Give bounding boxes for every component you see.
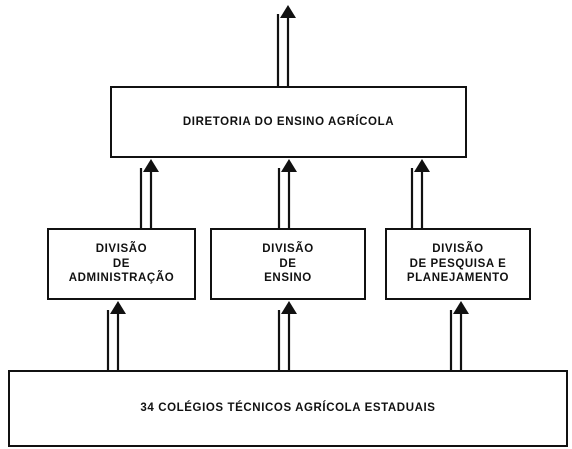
arrow-bottom-admin-head	[110, 301, 126, 314]
divisao-ensino-line-2: DE	[262, 257, 314, 272]
diretoria-box: DIRETORIA DO ENSINO AGRÍCOLA	[110, 86, 467, 158]
arrow-pesq-head	[414, 159, 430, 172]
arrow-ensino-head	[281, 159, 297, 172]
divisao-ensino-line-3: ENSINO	[262, 271, 314, 286]
divisao-pesq-line-3: PLANEJAMENTO	[407, 271, 509, 286]
divisao-ensino-line-1: DIVISÃO	[262, 242, 314, 257]
colegios-label: 34 COLÉGIOS TÉCNICOS AGRÍCOLA ESTADUAIS	[140, 401, 435, 416]
divisao-ensino-box: DIVISÃO DE ENSINO	[210, 228, 366, 300]
divisao-admin-line-3: ADMINISTRAÇÃO	[69, 271, 175, 286]
arrow-admin-head	[143, 159, 159, 172]
divisao-administracao-box: DIVISÃO DE ADMINISTRAÇÃO	[47, 228, 196, 300]
divisao-pesq-line-1: DIVISÃO	[407, 242, 509, 257]
divisao-admin-line-2: DE	[69, 257, 175, 272]
diretoria-label: DIRETORIA DO ENSINO AGRÍCOLA	[183, 115, 394, 130]
divisao-pesquisa-box: DIVISÃO DE PESQUISA E PLANEJAMENTO	[385, 228, 531, 300]
arrow-top-head	[280, 5, 296, 18]
arrow-bottom-pesq-head	[453, 301, 469, 314]
divisao-pesq-line-2: DE PESQUISA E	[407, 257, 509, 272]
divisao-admin-line-1: DIVISÃO	[69, 242, 175, 257]
colegios-box: 34 COLÉGIOS TÉCNICOS AGRÍCOLA ESTADUAIS	[8, 370, 568, 447]
arrow-bottom-ensino-head	[281, 301, 297, 314]
